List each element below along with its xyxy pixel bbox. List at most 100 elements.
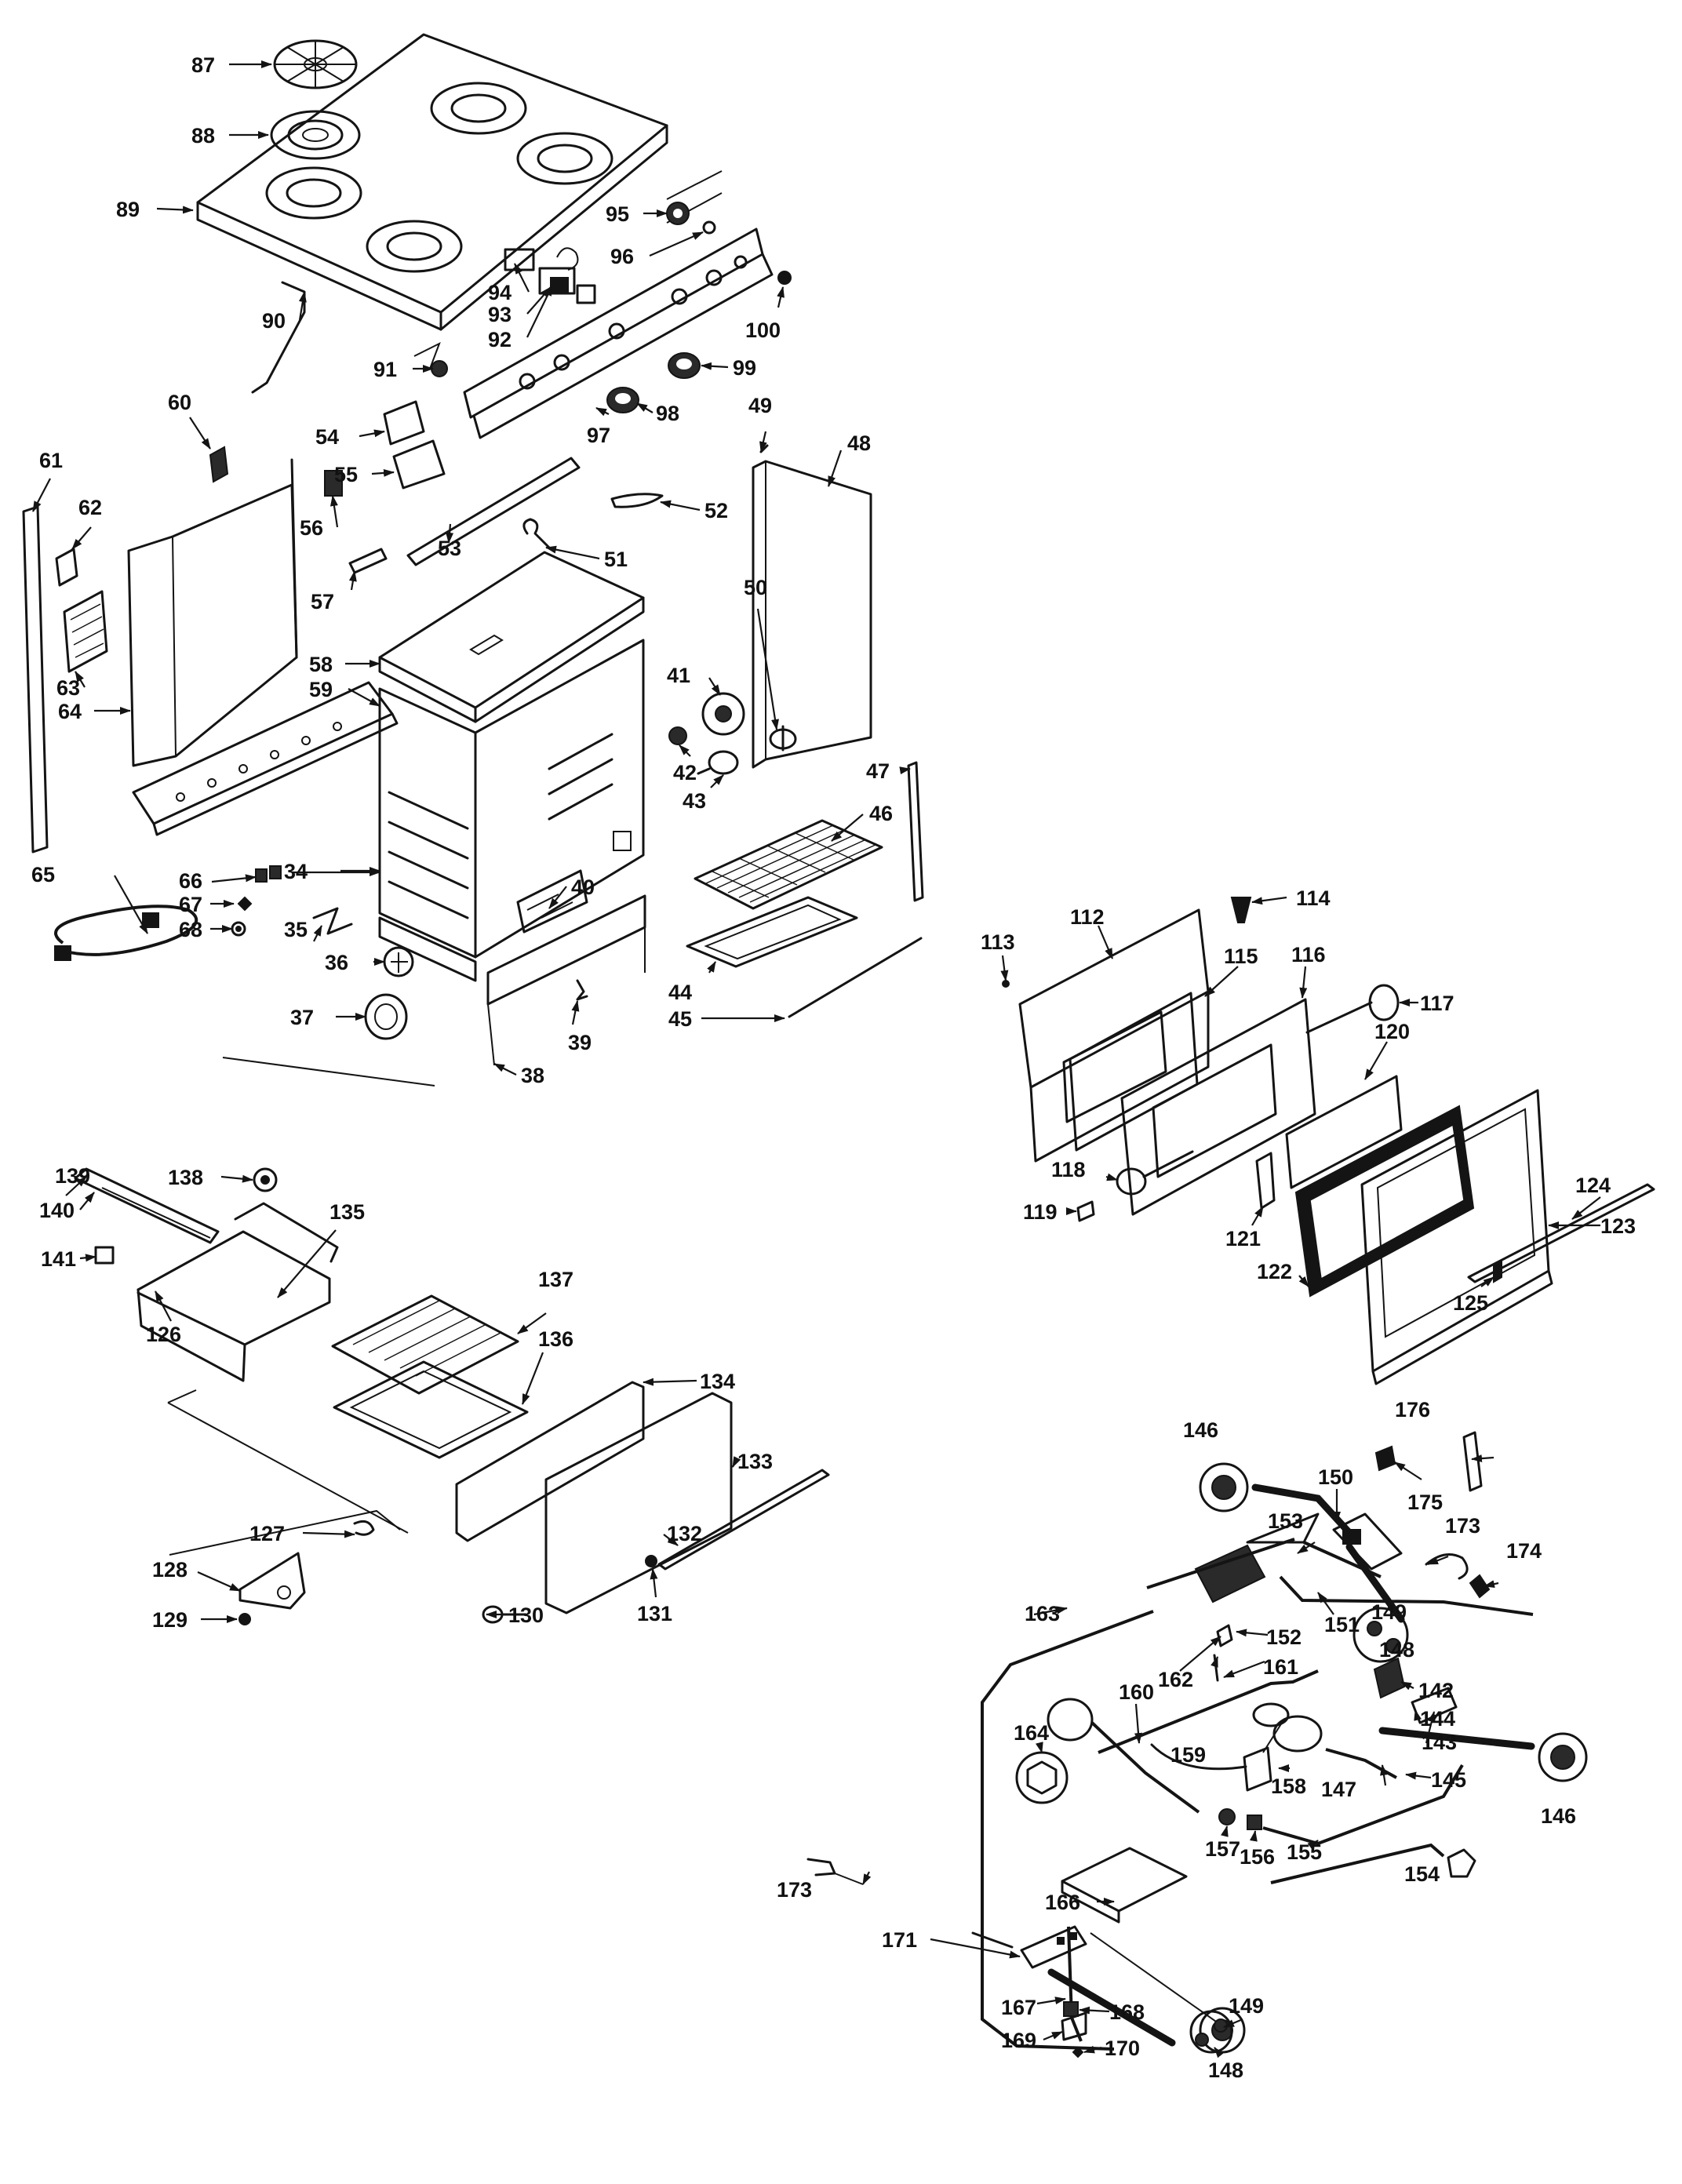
oven-rack [694, 819, 883, 910]
drawer-base-outline [167, 1389, 409, 1534]
drawer-bracket-left [238, 1552, 306, 1610]
oven-top-cover [378, 551, 645, 723]
door-hinge-arm [1255, 1152, 1276, 1210]
gas-burner-system [806, 1431, 1588, 2058]
callout-67: 67 [179, 893, 202, 916]
spark-electrode-loose [806, 1858, 864, 1885]
callout-132: 132 [667, 1522, 702, 1545]
callout-125: 125 [1453, 1291, 1488, 1315]
callout-90: 90 [262, 309, 286, 333]
burner-manifold-lower [1262, 1764, 1464, 1846]
callout-88: 88 [191, 124, 215, 147]
callout-92: 92 [488, 328, 512, 351]
callout-161: 161 [1263, 1655, 1298, 1679]
callout-126: 126 [146, 1323, 181, 1346]
callout-149-top: 149 [1371, 1600, 1407, 1624]
igniter-switch [666, 170, 723, 235]
callout-124: 124 [1575, 1174, 1611, 1197]
callout-152: 152 [1266, 1625, 1302, 1649]
panel-screw-lower [383, 946, 414, 977]
gas-line-main [1325, 1748, 1397, 1779]
front-frame [378, 916, 477, 982]
bake-burner-tube [1270, 1843, 1445, 1884]
callout-42: 42 [673, 761, 697, 784]
control-knob-rear [668, 352, 701, 379]
callout-148-top: 148 [1379, 1638, 1414, 1662]
callout-128: 128 [152, 1558, 187, 1582]
drawer-slide-bracket [137, 1202, 339, 1382]
callout-163: 163 [1025, 1602, 1060, 1625]
callout-115: 115 [1224, 945, 1258, 968]
cooktop-support-rod [251, 281, 306, 394]
callout-130: 130 [508, 1603, 544, 1627]
clip-screw [1072, 2046, 1084, 2058]
callout-37: 37 [290, 1006, 314, 1029]
callout-169: 169 [1001, 2029, 1036, 2052]
callout-49: 49 [748, 394, 772, 417]
callout-48: 48 [847, 431, 871, 455]
callout-53: 53 [438, 537, 461, 560]
door-outer-glass [1294, 1105, 1475, 1298]
callout-117: 117 [1420, 992, 1454, 1015]
broiler-pan [686, 896, 858, 968]
callout-173-left: 173 [777, 1878, 812, 1902]
electrode-clip [1216, 1624, 1233, 1647]
orifice-nut [1218, 1808, 1236, 1825]
door-screw [1002, 980, 1010, 988]
bottom-wire [312, 907, 353, 935]
callout-63: 63 [56, 676, 80, 700]
callout-150: 150 [1318, 1465, 1353, 1489]
callout-173-right: 173 [1445, 1514, 1480, 1538]
callout-59: 59 [309, 678, 333, 701]
burner-tube-long [1146, 1538, 1295, 1589]
callout-137: 137 [538, 1268, 573, 1291]
light-receptacle [668, 726, 687, 745]
slide-screw [253, 1167, 278, 1192]
callout-57: 57 [311, 590, 334, 613]
leader-lines [32, 60, 1601, 2058]
callout-175: 175 [1407, 1491, 1443, 1514]
callout-114: 114 [1296, 886, 1331, 910]
callout-156: 156 [1240, 1845, 1275, 1869]
callout-170: 170 [1105, 2037, 1140, 2060]
callout-171: 171 [882, 1928, 917, 1952]
callout-39: 39 [568, 1031, 592, 1054]
callout-89: 89 [116, 198, 140, 221]
callout-134: 134 [700, 1370, 735, 1393]
callout-56: 56 [300, 516, 323, 540]
callout-100: 100 [745, 318, 781, 342]
callout-144: 144 [1420, 1707, 1455, 1731]
callout-136: 136 [538, 1327, 573, 1351]
door-outer-frame [1360, 1089, 1553, 1385]
latch-spring [522, 518, 551, 549]
door-spacer [1076, 1200, 1095, 1222]
drawer-rod [657, 1469, 830, 1571]
callout-94: 94 [488, 281, 512, 304]
callout-159: 159 [1170, 1743, 1206, 1767]
callout-60: 60 [168, 391, 191, 414]
slide-stop [94, 1246, 115, 1265]
orifice-spud [1247, 1815, 1262, 1830]
panel-clip [576, 979, 588, 1001]
callout-142: 142 [1418, 1679, 1454, 1702]
callout-98: 98 [656, 402, 679, 425]
callout-99: 99 [733, 356, 756, 380]
callout-62: 62 [78, 496, 102, 519]
power-cord [54, 905, 198, 961]
door-rod [788, 937, 923, 1018]
panel-screw [777, 271, 792, 285]
side-panel [127, 458, 298, 767]
door-hinge [1116, 1150, 1194, 1196]
spark-wire [1425, 1553, 1469, 1580]
callout-148-bottom: 148 [1208, 2058, 1243, 2082]
callout-64: 64 [58, 700, 82, 723]
callout-140: 140 [39, 1199, 75, 1222]
cooktop-panel [196, 33, 668, 331]
callout-65: 65 [31, 863, 55, 886]
fuse-clip [1374, 1445, 1396, 1472]
callout-151: 151 [1324, 1613, 1360, 1636]
callout-119: 119 [1023, 1200, 1058, 1224]
callout-40: 40 [571, 875, 595, 899]
drawer-nut [645, 1555, 657, 1567]
control-knob-front [606, 387, 639, 413]
